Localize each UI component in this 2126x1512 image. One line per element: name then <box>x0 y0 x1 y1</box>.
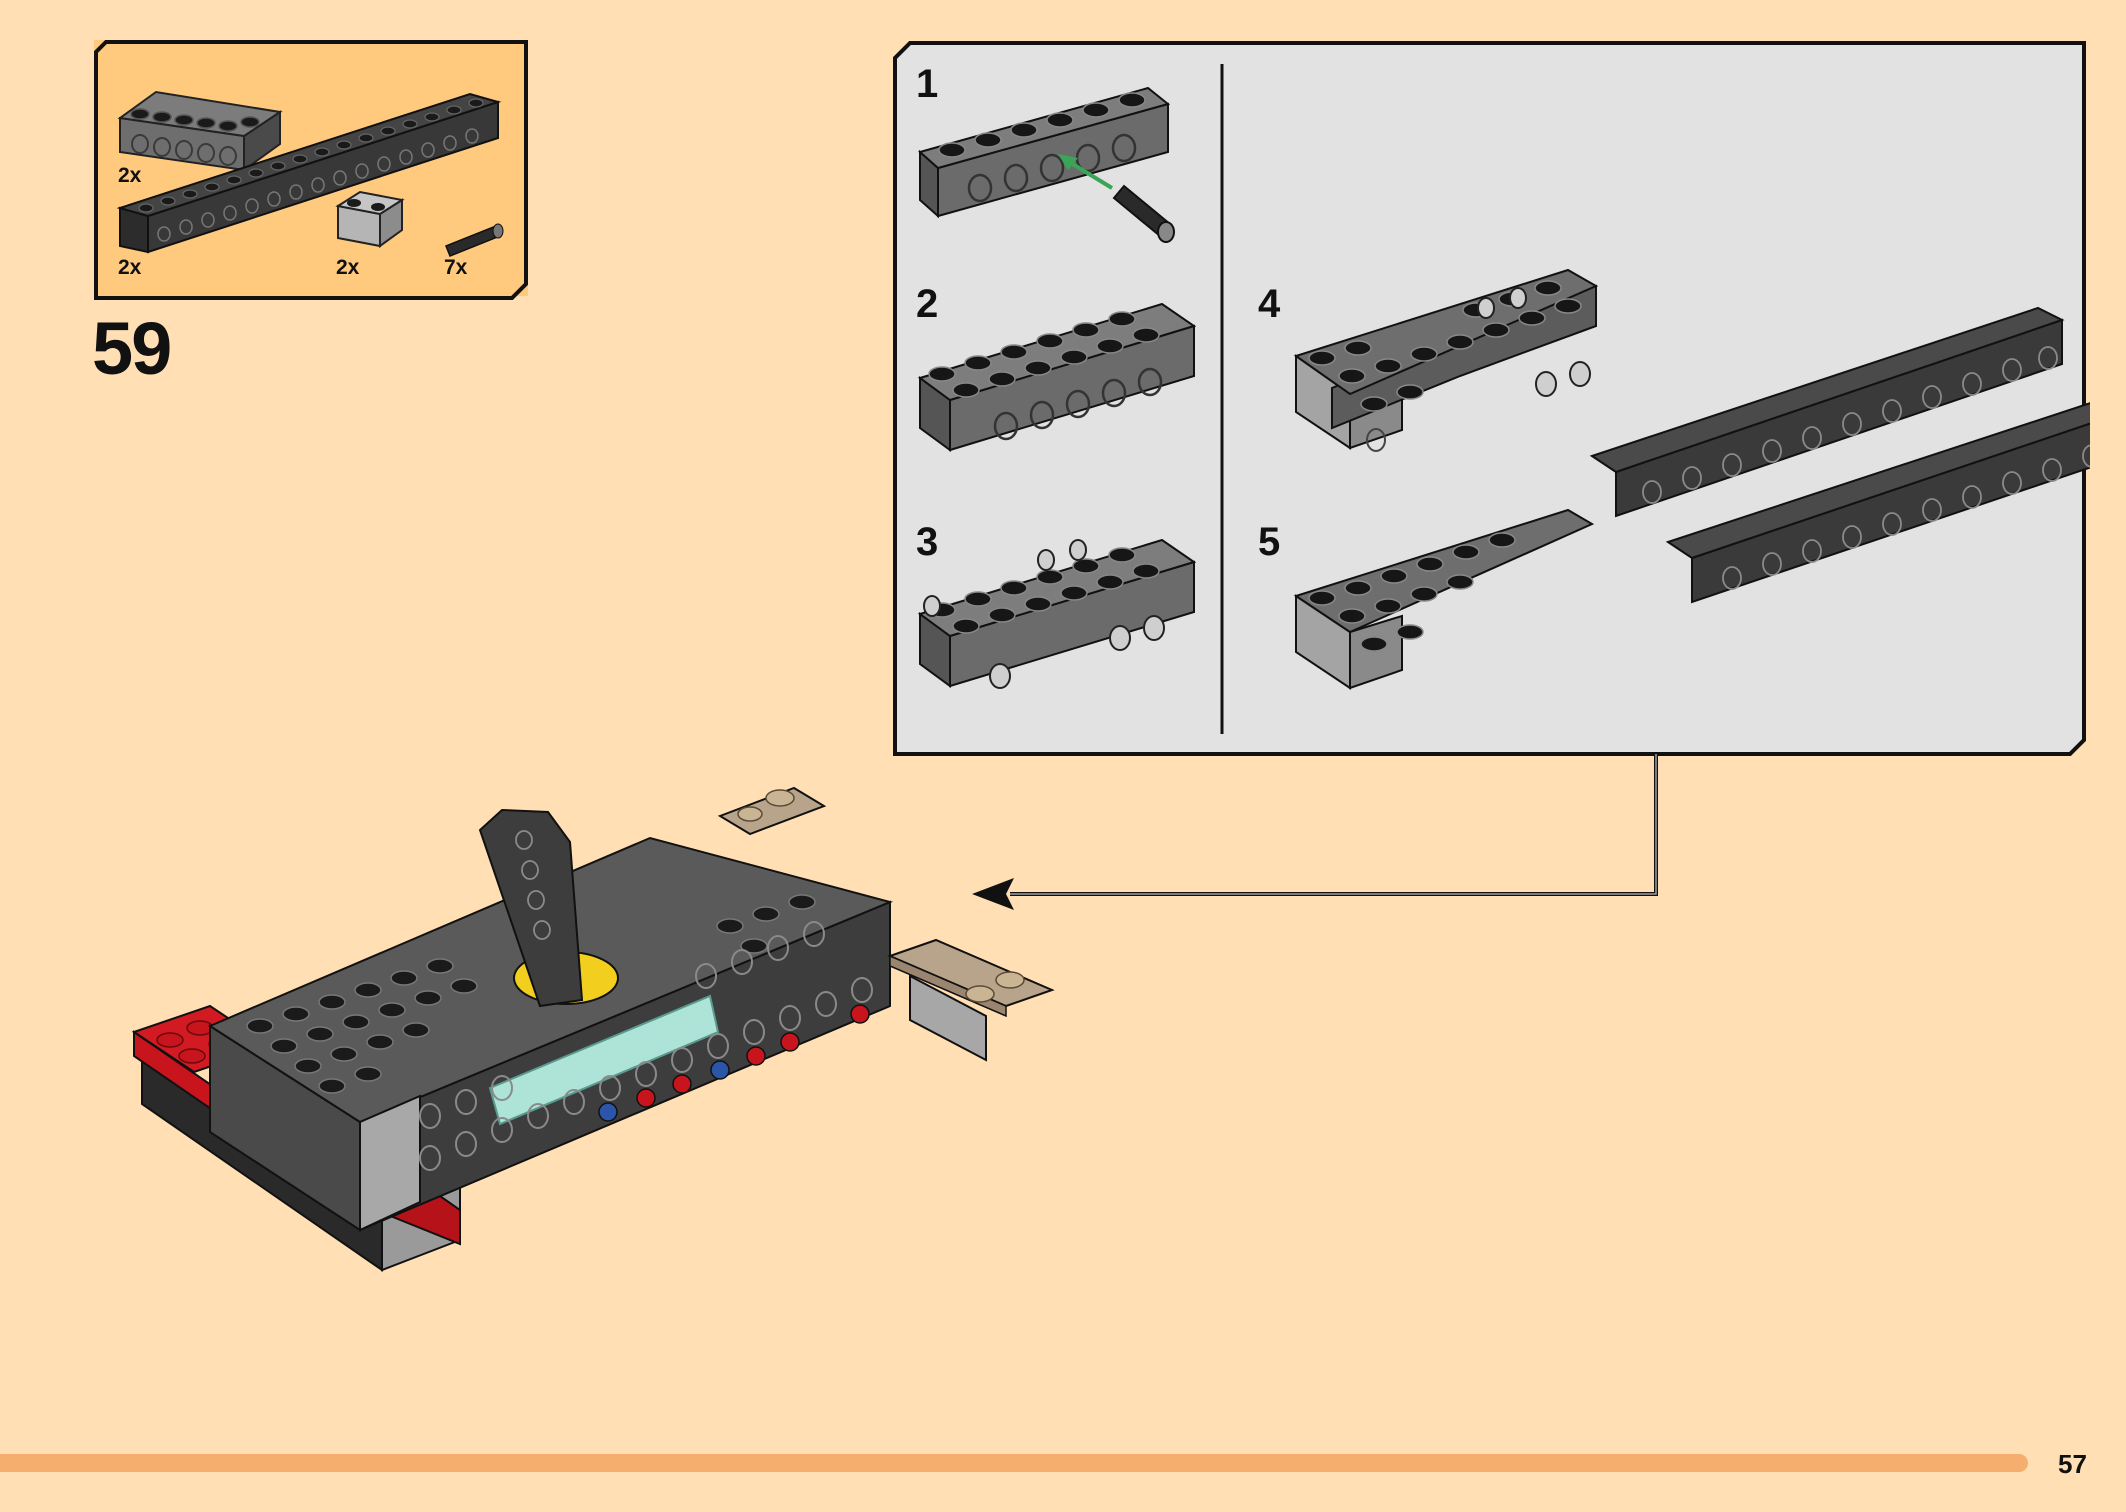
insert-arrow <box>1064 158 1114 190</box>
tan-plate-top <box>717 786 827 836</box>
sub-step-1-illustration <box>917 86 1175 243</box>
part-technic-brick-1x2 <box>335 190 405 248</box>
sub-step-number-2: 2 <box>916 282 939 326</box>
tan-plate <box>887 938 1055 1062</box>
page-progress-bar <box>0 1454 2028 1472</box>
sub-step-number-3: 3 <box>916 520 939 564</box>
sub-step-3-illustration <box>917 538 1197 689</box>
sub-step-number-1: 1 <box>916 62 939 106</box>
sub-step-number-4: 4 <box>1258 282 1281 326</box>
step-number: 59 <box>92 307 172 390</box>
qty-technic-brick-1x16: 2x <box>118 256 142 279</box>
qty-technic-brick-1x2: 2x <box>336 256 360 279</box>
part-friction-pin <box>445 223 504 257</box>
callout-arrow <box>972 754 1658 910</box>
page-number: 57 <box>2058 1449 2087 1479</box>
glass-panel <box>488 994 720 1126</box>
qty-friction-pin: 7x <box>444 256 468 279</box>
sub-step-2-illustration <box>917 302 1197 452</box>
sub-step-5-illustration <box>1293 306 2090 690</box>
part-technic-brick-1x16-details <box>138 98 484 242</box>
sub-assembly-panel <box>893 41 2090 756</box>
main-model-illustration <box>131 786 1055 1272</box>
part-technic-brick-1x6 <box>117 90 283 172</box>
sub-step-number-5: 5 <box>1258 520 1281 564</box>
sub-step-4-illustration <box>1293 268 1599 452</box>
qty-technic-brick-1x6: 2x <box>118 164 142 187</box>
